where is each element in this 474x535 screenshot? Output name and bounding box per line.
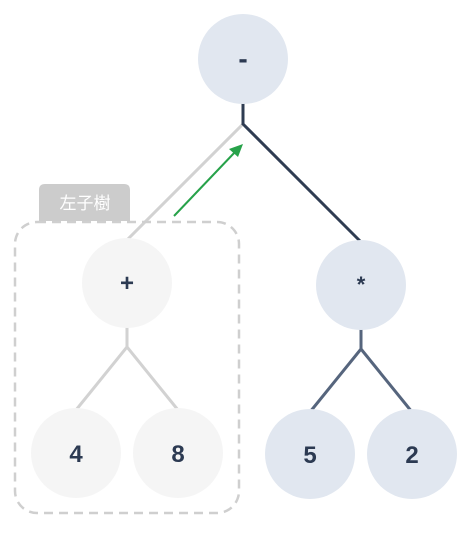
node-right-label: * <box>357 272 366 297</box>
node-right-right: 2 <box>367 409 457 499</box>
node-right-left-label: 5 <box>303 442 316 469</box>
node-left-right: 8 <box>133 408 223 498</box>
left-subtree-tag-label: 左子樹 <box>60 194 111 213</box>
edge-right-to-2 <box>359 348 414 413</box>
node-root: - <box>198 14 288 104</box>
node-root-label: - <box>238 43 247 74</box>
green-arrow-head <box>229 144 243 157</box>
edge-left-to-4 <box>74 346 129 411</box>
node-left-left: 4 <box>31 408 121 498</box>
edge-root-to-left <box>125 122 245 242</box>
tree-edges <box>74 100 414 413</box>
node-left-right-label: 8 <box>171 441 184 468</box>
node-right-right-label: 2 <box>405 442 418 469</box>
edge-right-to-5 <box>308 348 363 413</box>
left-subtree-tag: 左子樹 <box>39 184 130 221</box>
edge-left-to-8 <box>125 346 180 411</box>
node-left-label: + <box>120 270 134 297</box>
green-arrow <box>173 144 243 217</box>
node-left: + <box>82 238 172 328</box>
node-right: * <box>316 240 406 330</box>
node-left-left-label: 4 <box>69 441 83 468</box>
left-subtree-box <box>13 220 241 515</box>
node-right-left: 5 <box>265 409 355 499</box>
edge-root-to-right <box>241 122 363 244</box>
